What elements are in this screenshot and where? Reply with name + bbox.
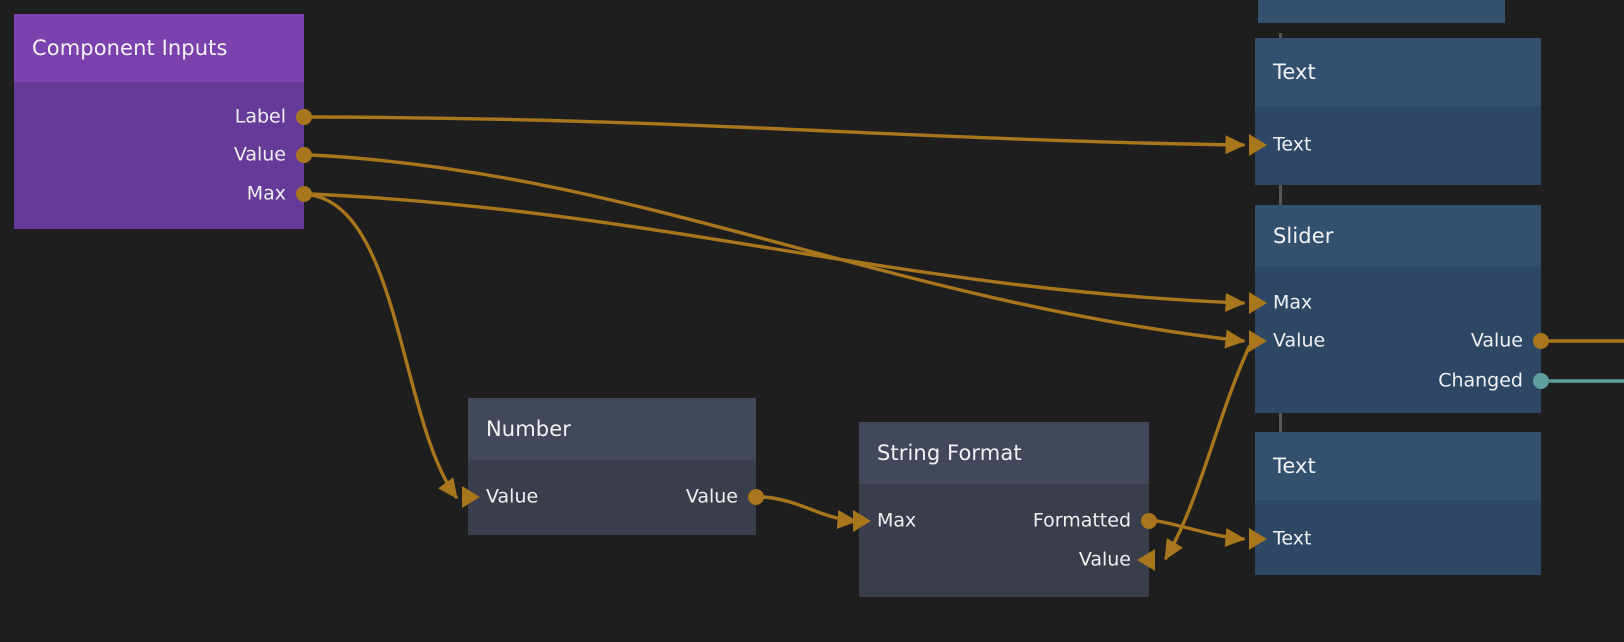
output-port-changed[interactable] [1533, 373, 1549, 389]
connection-edge[interactable] [1155, 519, 1246, 547]
node-body-slider [1255, 267, 1541, 413]
output-label-changed: Changed [1438, 369, 1523, 392]
output-label-label: Label [234, 105, 286, 128]
node-header-slider[interactable]: Slider [1255, 205, 1541, 267]
node-title: Text [1273, 60, 1316, 84]
node-title: Component Inputs [32, 36, 228, 60]
input-port-max[interactable] [853, 510, 871, 532]
node-body-component-inputs [14, 82, 304, 229]
input-port-value[interactable] [1249, 330, 1267, 352]
input-port-text[interactable] [1249, 134, 1267, 156]
input-port-text[interactable] [1249, 528, 1267, 550]
node-title: String Format [877, 441, 1022, 465]
connection-edge[interactable] [309, 193, 458, 500]
input-label-text: Text [1273, 527, 1312, 550]
node-header-component-inputs[interactable]: Component Inputs [14, 14, 304, 82]
output-port-max[interactable] [296, 186, 312, 202]
connection-edge[interactable] [1164, 345, 1251, 561]
connection-edge[interactable] [309, 115, 1246, 155]
connection-edge[interactable] [309, 153, 1246, 349]
input-port-value[interactable] [462, 486, 480, 508]
output-port-label[interactable] [296, 109, 312, 125]
input-label-value: Value [486, 485, 539, 508]
node-header-string-format[interactable]: String Format [859, 422, 1149, 484]
output-port-value[interactable] [296, 147, 312, 163]
node-title: Number [486, 417, 571, 441]
output-port-formatted[interactable] [1141, 513, 1157, 529]
output-label-value: Value [233, 143, 286, 166]
output-label-max: Max [246, 182, 286, 205]
input-label-text: Text [1273, 133, 1312, 156]
node-body-number [468, 460, 756, 535]
node-body-string-format [859, 484, 1149, 597]
output-label-value: Value [685, 485, 738, 508]
node-header-text-top[interactable]: Text [1255, 38, 1541, 106]
node-header-number[interactable]: Number [468, 398, 756, 460]
connection-edge[interactable] [309, 192, 1246, 312]
input-port-value[interactable] [1137, 549, 1155, 571]
output-port-value[interactable] [1533, 333, 1549, 349]
input-port-max[interactable] [1249, 292, 1267, 314]
input-label-value: Value [1273, 329, 1326, 352]
node-title: Text [1273, 454, 1316, 478]
partial-node[interactable] [1258, 0, 1505, 23]
input-label-value: Value [1078, 548, 1131, 571]
output-label-value: Value [1470, 329, 1523, 352]
node-body-text-top [1255, 106, 1541, 185]
node-title: Slider [1273, 224, 1334, 248]
input-label-max: Max [877, 509, 917, 532]
input-label-max: Max [1273, 291, 1313, 314]
connection-edge[interactable] [762, 495, 858, 529]
node-header-text-bottom[interactable]: Text [1255, 432, 1541, 500]
node-body-text-bottom [1255, 500, 1541, 575]
output-label-formatted: Formatted [1032, 509, 1131, 532]
output-port-value[interactable] [748, 489, 764, 505]
